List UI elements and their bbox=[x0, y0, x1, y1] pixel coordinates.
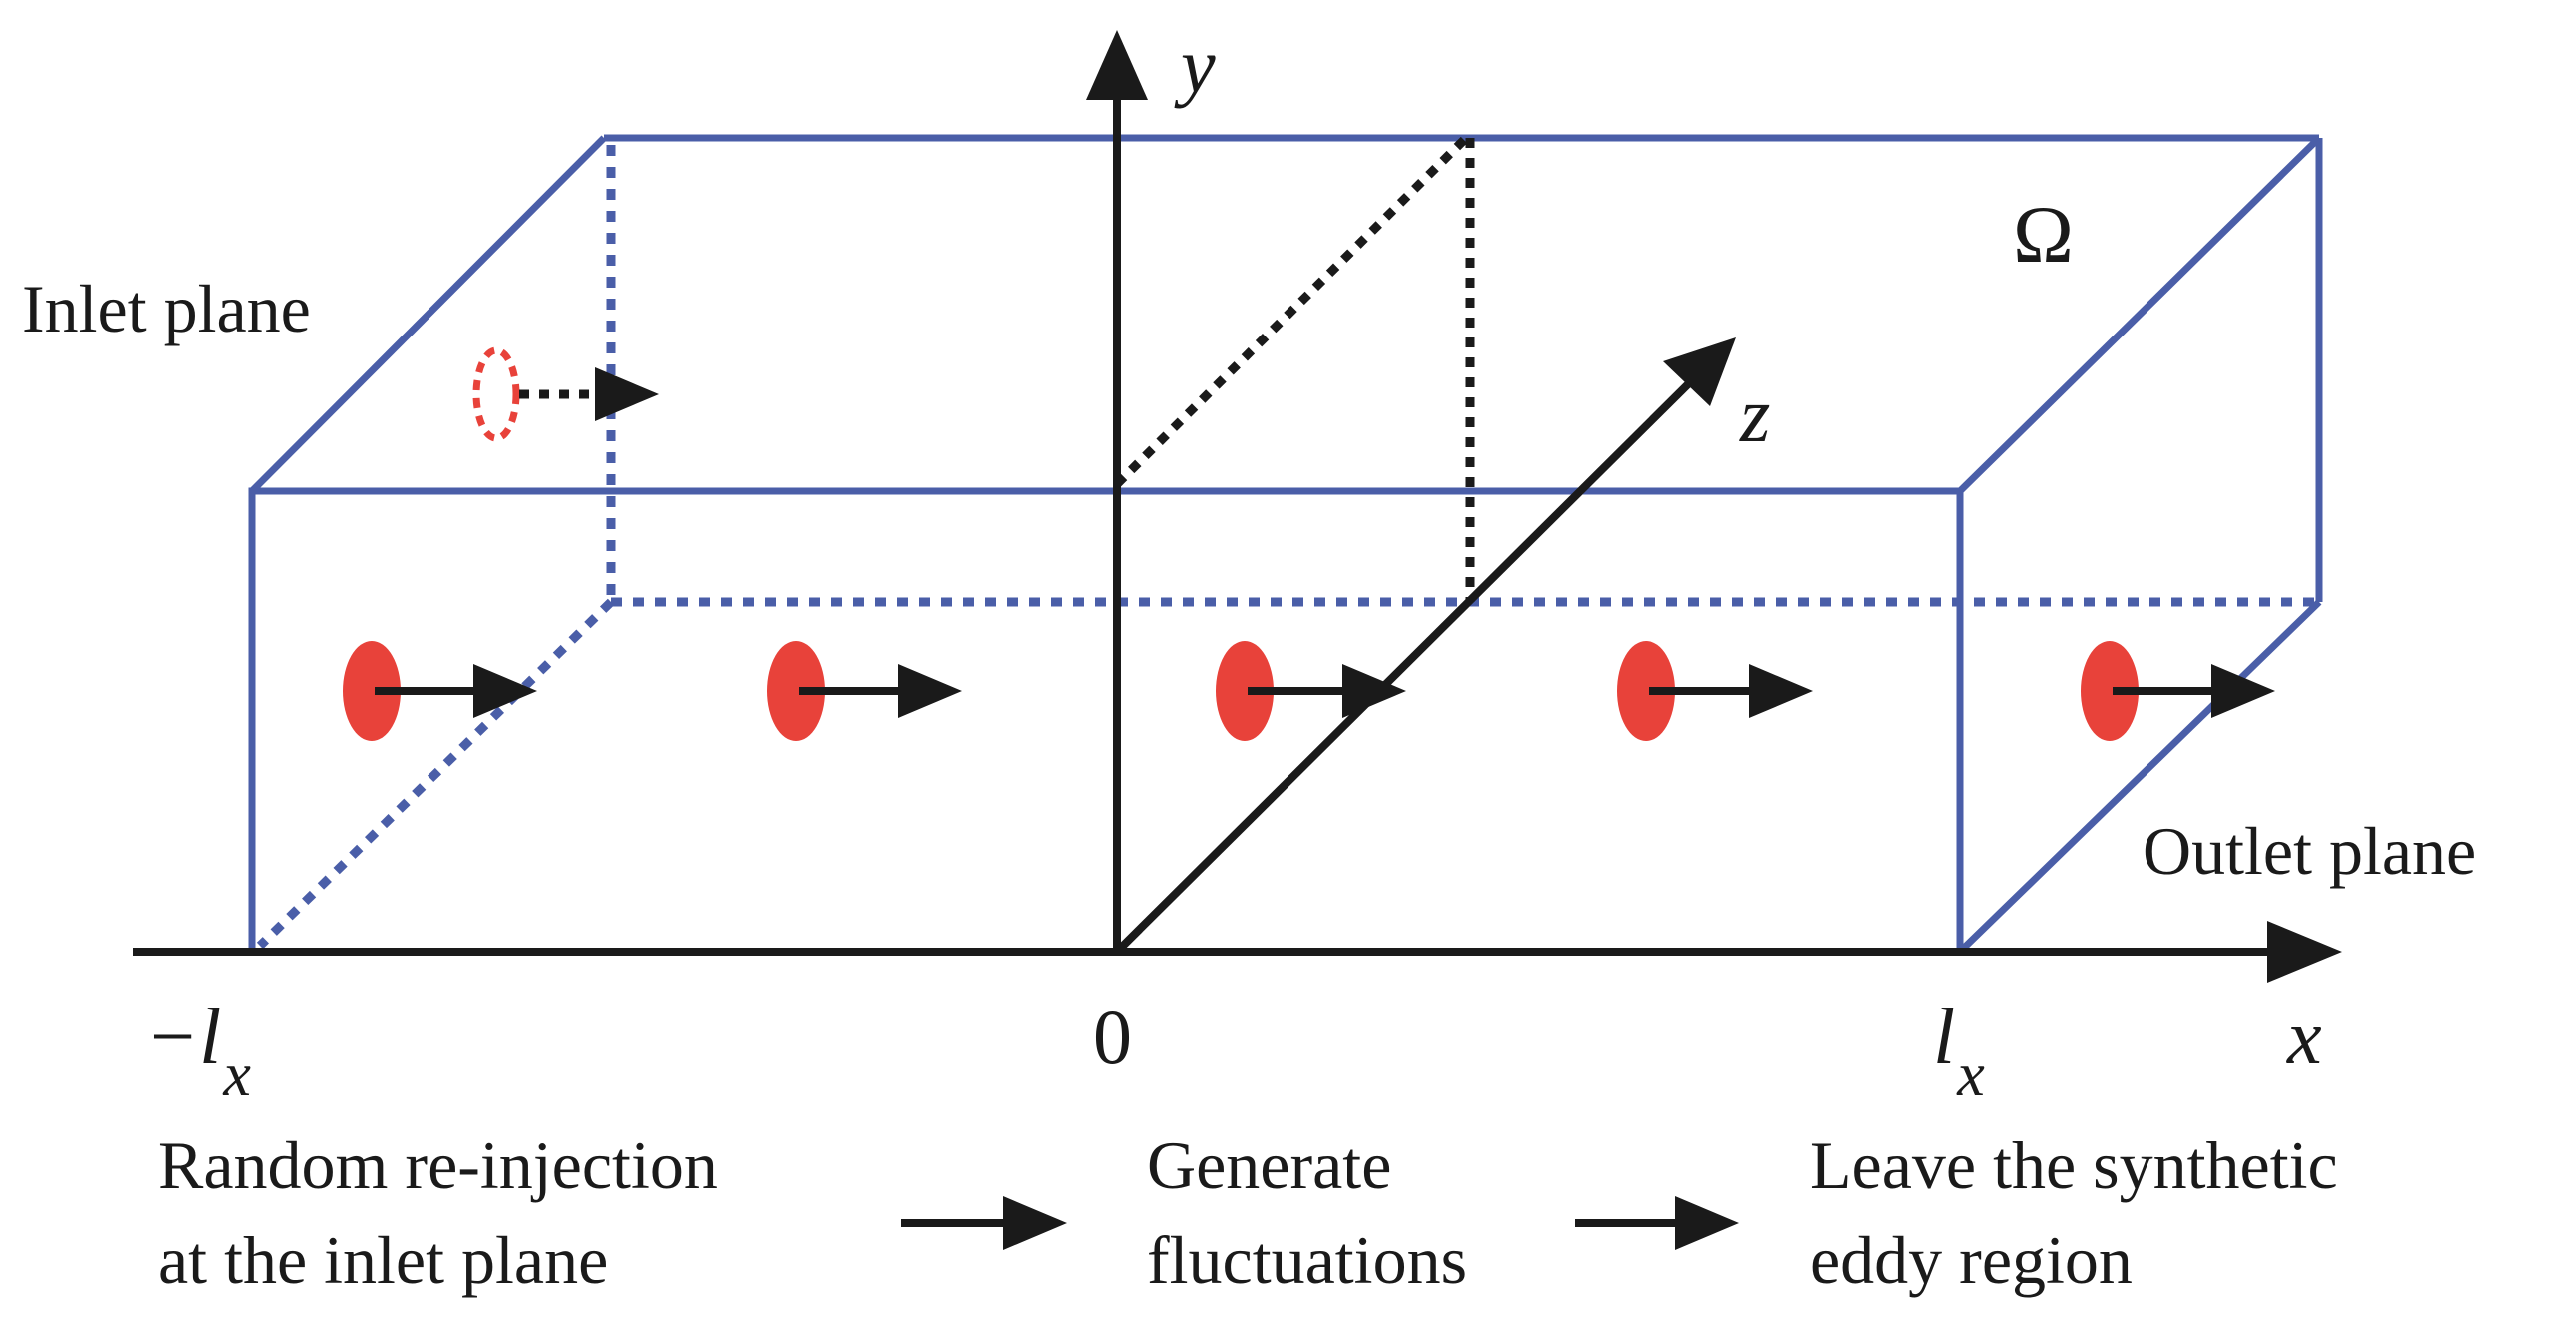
eddies bbox=[343, 346, 2275, 741]
eddy-4 bbox=[1617, 641, 1675, 741]
lx-subscript: x bbox=[1956, 1041, 1985, 1109]
box-top-right-edge bbox=[1957, 135, 2322, 494]
step-3-line-2: eddy region bbox=[1810, 1222, 2133, 1298]
y-guide-diagonal bbox=[1113, 134, 1470, 488]
box-top-left-edge bbox=[249, 135, 607, 494]
box-front-face bbox=[248, 487, 1964, 956]
step-2-line-1: Generate bbox=[1147, 1127, 1391, 1203]
z-axis-arrowhead bbox=[1663, 337, 1736, 406]
x-axis-arrowhead bbox=[2267, 921, 2342, 983]
eddy-4-arrow-head bbox=[1749, 664, 1813, 718]
axes bbox=[133, 30, 2342, 983]
lx-letter: l bbox=[1933, 994, 1955, 1081]
neg-lx-sign: − bbox=[150, 994, 195, 1081]
reinjected-eddy bbox=[472, 346, 520, 442]
labels: y z x Ω Inlet plane Outlet plane 0 −lx l… bbox=[22, 22, 2476, 1109]
reinjected-eddy-arrow-head bbox=[595, 367, 659, 421]
eddy-2 bbox=[767, 641, 825, 741]
inlet-plane-label: Inlet plane bbox=[22, 271, 311, 346]
x-axis-label: x bbox=[2286, 994, 2322, 1080]
step-2-line-2: fluctuations bbox=[1147, 1222, 1467, 1298]
step-arrow-2-head bbox=[1675, 1196, 1739, 1250]
step-1-line-1: Random re-injection bbox=[158, 1127, 718, 1203]
box-hidden-bottom-left-edge bbox=[256, 598, 615, 950]
step-arrow-1-head bbox=[1003, 1196, 1067, 1250]
domain-omega-label: Ω bbox=[2013, 189, 2074, 280]
neg-lx-label: −lx bbox=[150, 994, 251, 1109]
lx-label: lx bbox=[1933, 994, 1985, 1109]
eddy-5-arrow-head bbox=[2211, 664, 2275, 718]
origin-label: 0 bbox=[1093, 994, 1132, 1080]
eddy-2-arrow-head bbox=[898, 664, 962, 718]
step-3-line-1: Leave the synthetic bbox=[1810, 1127, 2338, 1203]
eddy-5 bbox=[2081, 641, 2139, 741]
y-axis-arrowhead bbox=[1086, 30, 1148, 100]
y-axis-label: y bbox=[1174, 22, 1216, 109]
process-steps: Random re-injection at the inlet plane G… bbox=[158, 1127, 2338, 1298]
box-bottom-right-edge bbox=[1957, 599, 2322, 955]
z-axis-line bbox=[1114, 376, 1696, 955]
eddy-1-arrow-head bbox=[473, 664, 537, 718]
neg-lx-subscript: x bbox=[222, 1041, 251, 1109]
eddy-3 bbox=[1216, 641, 1274, 741]
domain-box bbox=[248, 134, 2323, 956]
eddy-3-arrow-head bbox=[1342, 664, 1406, 718]
step-1-line-2: at the inlet plane bbox=[158, 1222, 608, 1298]
z-axis-label: z bbox=[1739, 371, 1770, 458]
neg-lx-letter: l bbox=[199, 994, 221, 1081]
outlet-plane-label: Outlet plane bbox=[2143, 813, 2476, 889]
eddy-1 bbox=[343, 641, 401, 741]
